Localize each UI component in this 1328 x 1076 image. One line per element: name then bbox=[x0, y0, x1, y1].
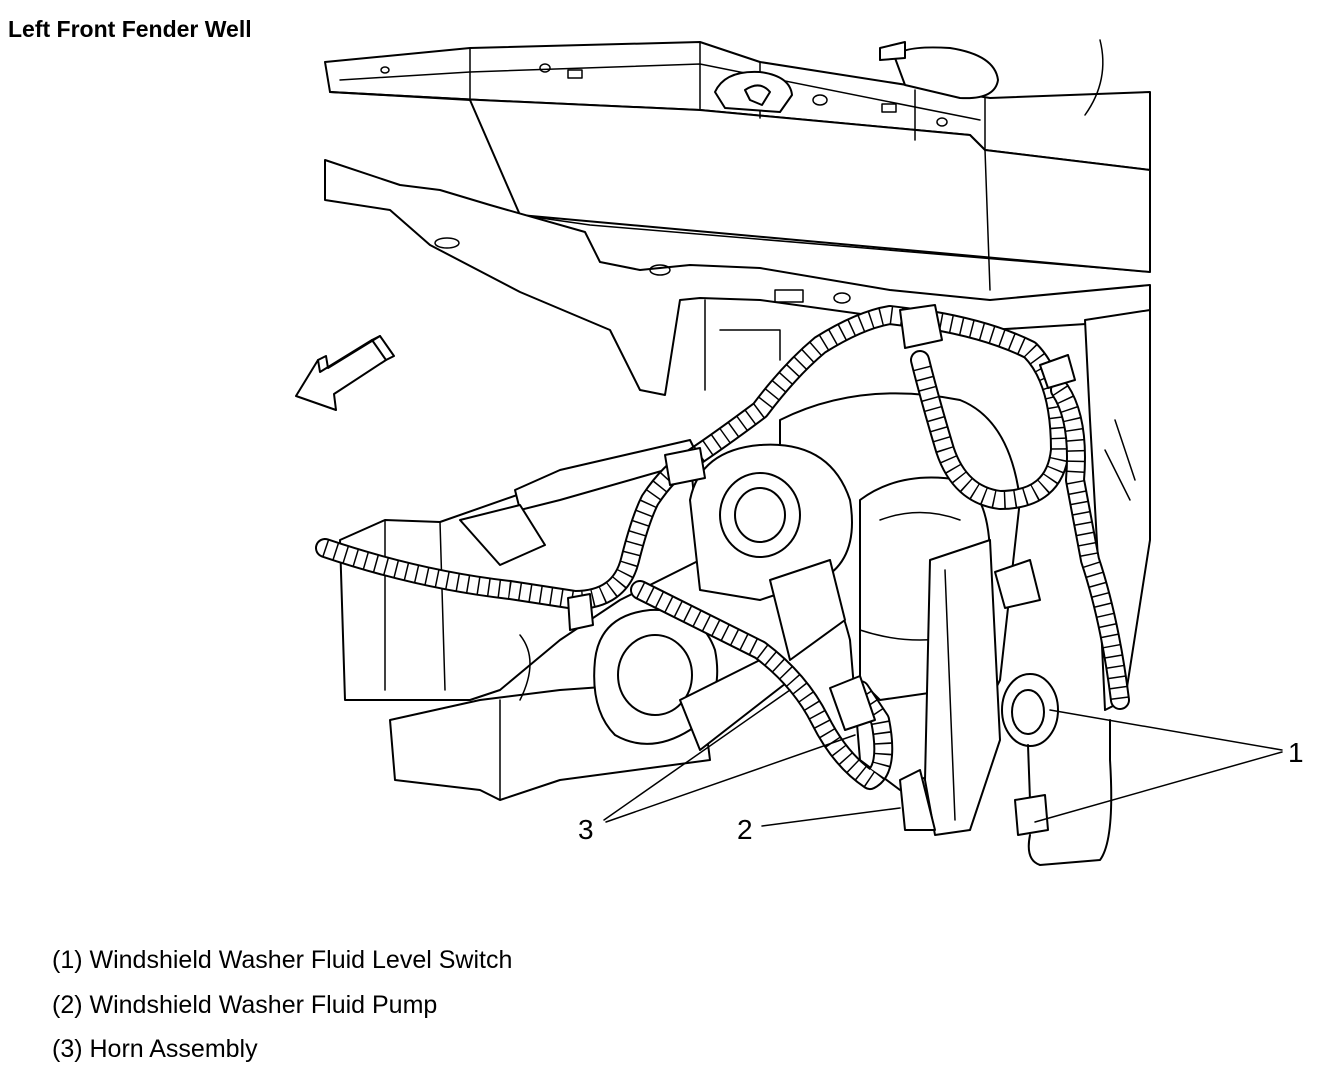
legend: (1) Windshield Washer Fluid Level Switch… bbox=[52, 938, 512, 1072]
horn-assembly-lower bbox=[593, 608, 791, 751]
lower-rail bbox=[324, 159, 1151, 396]
wiring-harness bbox=[315, 304, 1130, 790]
front-direction-arrow-icon bbox=[295, 335, 395, 411]
legend-item-horn-assembly: (3) Horn Assembly bbox=[52, 1035, 258, 1063]
horn-assembly-upper bbox=[689, 443, 853, 661]
callout-2: 2 bbox=[737, 814, 753, 845]
legend-item-level-switch: (1) Windshield Washer Fluid Level Switch bbox=[52, 946, 513, 974]
washer-pump bbox=[899, 539, 1001, 836]
diagram-title: Left Front Fender Well bbox=[8, 16, 252, 42]
washer-fluid-level-switch bbox=[1001, 673, 1113, 866]
callout-1: 1 bbox=[1288, 737, 1304, 768]
callout-leaders bbox=[603, 689, 1283, 827]
legend-item-washer-pump: (2) Windshield Washer Fluid Pump bbox=[52, 990, 438, 1019]
callout-3: 3 bbox=[578, 814, 594, 845]
radiator-support bbox=[324, 41, 1151, 291]
